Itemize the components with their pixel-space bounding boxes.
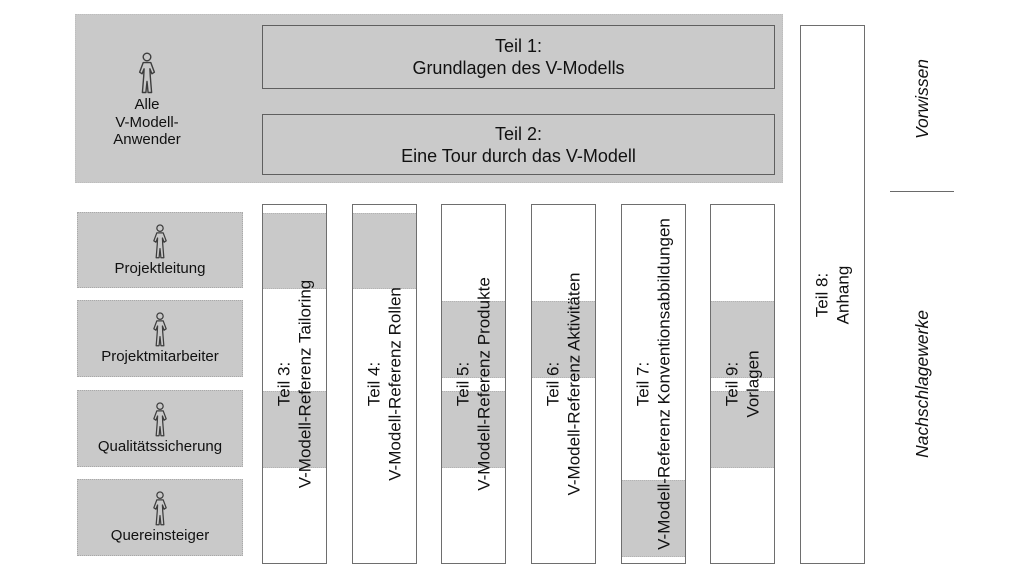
part-column-teil-8: Teil 8: Anhang [800,25,865,564]
audience-alle-label: Alle V-Modell- Anwender [113,96,181,148]
part-column-teil-4: Teil 4: V-Modell-Referenz Rollen [352,204,417,564]
audience-label: Projektleitung [114,259,206,277]
person-icon [149,223,171,259]
teil-1-bar: Teil 1: Grundlagen des V-Modells [262,25,775,89]
teil-2-line2: Eine Tour durch das V-Modell [401,145,636,166]
part-column-label: Teil 6: V-Modell-Referenz Aktivitäten [543,272,583,496]
relevance-band [263,391,326,468]
audience-quereinsteiger: Quereinsteiger [77,479,243,556]
relevance-band [353,213,416,289]
part-column-label: Teil 7: V-Modell-Referenz Konventionsabb… [633,218,673,550]
part-column-label: Teil 9: Vorlagen [722,350,762,418]
vorwissen-label: Vorwissen [911,58,932,140]
person-icon [149,312,171,347]
part-column-label: Teil 3: V-Modell-Referenz Tailoring [274,279,314,489]
relevance-band [442,391,505,468]
side-label-divider [890,191,954,192]
part-column-teil-9: Teil 9: Vorlagen [710,204,775,564]
audience-qualitaetssicherung: Qualitätssicherung [77,390,243,467]
audience-label: Quereinsteiger [110,527,210,544]
side-label-vorwissen: Vorwissen [890,14,954,184]
teil-1-line1: Teil 1: [494,36,543,56]
person-icon [149,402,171,437]
person-icon [149,491,171,526]
person-icon [134,52,160,94]
part-column-teil-5: Teil 5: V-Modell-Referenz Produkte [441,204,506,564]
part-column-label: Teil 4: V-Modell-Referenz Rollen [364,287,404,481]
audience-label: Qualitätssicherung [97,438,223,455]
side-label-nachschlagewerke: Nachschlagewerke [890,204,954,564]
part-column-teil-6: Teil 6: V-Modell-Referenz Aktivitäten [531,204,596,564]
part-column-label: Teil 5: V-Modell-Referenz Produkte [453,277,493,491]
relevance-band [532,301,595,378]
relevance-band [622,480,685,557]
teil-1-line2: Grundlagen des V-Modells [412,58,625,78]
relevance-band [442,301,505,378]
audience-projektmitarbeiter: Projektmitarbeiter [77,300,243,377]
teil-2-bar: Teil 2: Eine Tour durch das V-Modell [262,114,775,175]
audience-alle-anwender: Alle V-Modell- Anwender [77,52,217,149]
relevance-band [711,301,774,378]
relevance-band [711,391,774,468]
audience-projektleitung: Projektleitung [77,212,243,288]
teil-2-line1: Teil 2: [494,123,543,144]
part-column-teil-3: Teil 3: V-Modell-Referenz Tailoring [262,204,327,564]
audience-label: Projektmitarbeiter [101,348,219,365]
part-column-teil-7: Teil 7: V-Modell-Referenz Konventionsabb… [621,204,686,564]
nachschlagewerke-label: Nachschlagewerke [911,310,932,458]
part-column-label: Teil 8: Anhang [812,265,852,324]
relevance-band [263,213,326,289]
